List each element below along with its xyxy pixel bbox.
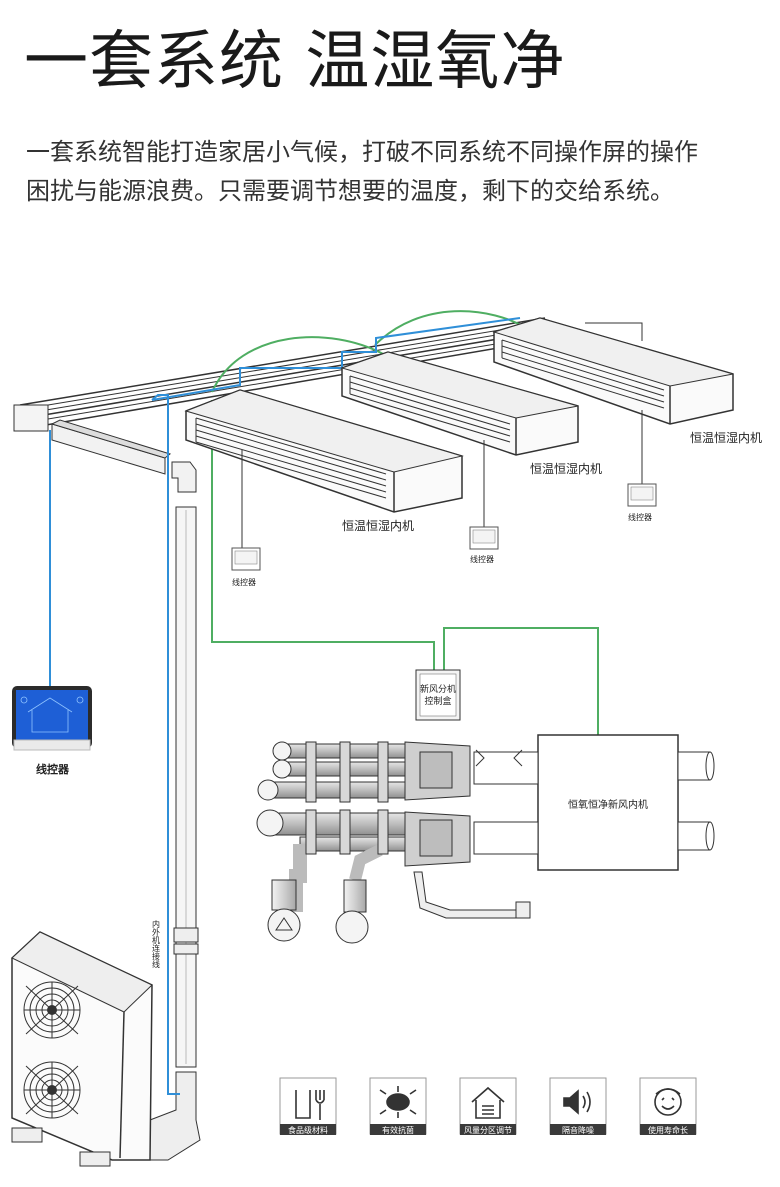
blue-connection-lines	[49, 317, 521, 1095]
overhead-trunk	[19, 317, 558, 427]
smiley-face-icon	[654, 1088, 682, 1116]
main-controller	[12, 686, 92, 751]
feature-label-2: 有效抗菌	[382, 1125, 414, 1135]
green-signal-lines	[211, 310, 599, 735]
feature-item: 使用寿命长	[639, 1077, 697, 1135]
connection-line-label: 内外机连接线	[152, 919, 161, 968]
air-ducts	[256, 741, 531, 944]
main-controller-label: 线控器	[36, 762, 70, 776]
outdoor-unit	[11, 931, 153, 1167]
feature-item: 食品级材料	[279, 1077, 337, 1135]
fresh-air-unit-label: 恒氧恒净新风内机	[568, 798, 648, 811]
house-airflow-icon	[471, 1086, 505, 1119]
feature-item: 有效抗菌	[369, 1077, 427, 1135]
fresh-air-control-box	[415, 669, 461, 721]
feature-label-5: 使用寿命长	[648, 1125, 688, 1135]
wire-controller-1-label: 线控器	[232, 577, 256, 587]
wire-controller-3-label: 线控器	[628, 512, 652, 522]
cup-fork-icon	[295, 1090, 325, 1120]
indoor-unit-1-label: 恒温恒湿内机	[342, 518, 414, 533]
speaker-icon	[563, 1089, 591, 1115]
indoor-unit-2-label: 恒温恒湿内机	[530, 461, 602, 476]
bacteria-icon	[379, 1086, 417, 1118]
indoor-unit-2	[340, 351, 579, 527]
wire-controller-1	[231, 547, 261, 571]
feature-label-4: 隔音降噪	[562, 1125, 594, 1135]
wire-controller-2	[469, 526, 499, 550]
cable-trunking	[50, 419, 201, 1161]
feature-item: 隔音降噪	[549, 1077, 607, 1135]
feature-label-1: 食品级材料	[288, 1125, 328, 1135]
indoor-unit-3	[492, 317, 734, 484]
description-line-1: 一套系统智能打造家居小气候，打破不同系统不同操作屏的操作	[26, 138, 698, 166]
fresh-air-unit	[473, 734, 715, 871]
fresh-air-box-label-1: 新风分机	[420, 683, 456, 695]
indoor-unit-1	[184, 389, 464, 548]
page-title: 一套系统 温湿氧净	[24, 25, 566, 99]
wire-controller-2-label: 线控器	[470, 554, 494, 564]
feature-label-3: 风量分区调节	[464, 1126, 512, 1135]
trunk-end-cap	[13, 404, 49, 432]
feature-item: 风量分区调节	[459, 1077, 517, 1135]
fresh-air-box-label-2: 控制盒	[424, 695, 451, 707]
indoor-unit-3-label: 恒温恒湿内机	[690, 430, 762, 445]
wire-controller-3	[627, 483, 657, 507]
description-line-2: 困扰与能源浪费。只需要调节想要的温度，剩下的交给系统。	[26, 177, 674, 205]
